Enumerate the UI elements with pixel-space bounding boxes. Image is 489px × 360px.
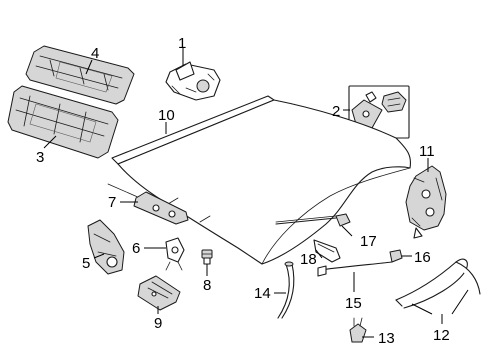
part-9-bumper-pad: [137, 275, 181, 311]
part-18-clip: [313, 239, 341, 263]
callout-4: 4: [91, 45, 99, 62]
leader-12-left: [411, 303, 433, 315]
part-13-clip: [349, 317, 367, 343]
leader-17: [341, 225, 353, 237]
leader-5: [93, 253, 105, 259]
callout-16: 16: [414, 249, 431, 266]
leader-4: [85, 59, 93, 75]
leader-3: [43, 135, 57, 149]
leader-12-right: [451, 289, 469, 315]
callout-17: 17: [360, 233, 377, 250]
part-1-latch-actuator: [165, 61, 221, 101]
leader-lines: [43, 48, 469, 338]
callout-2: 2: [332, 103, 340, 120]
callout-10: 10: [158, 107, 175, 124]
callout-6: 6: [132, 240, 140, 257]
part-14-hose: [277, 261, 295, 319]
part-17-prop-rod: [275, 213, 351, 227]
part-16-retainer: [389, 249, 403, 263]
part-3-insulator-lower: [7, 85, 119, 159]
part-4-insulator-upper: [25, 45, 135, 105]
callout-1: 1: [178, 35, 186, 52]
part-12-cable-assembly: [395, 258, 481, 309]
part-2-lock-plate: [348, 85, 410, 139]
part-15-release-cable: [317, 261, 393, 277]
part-8-bolt: [201, 249, 213, 265]
part-5-hood-hinge: [87, 219, 125, 275]
callout-18: 18: [300, 251, 317, 268]
part-7-release-bracket: [107, 183, 189, 225]
callout-11: 11: [419, 143, 435, 160]
callout-3: 3: [36, 149, 44, 166]
callout-labels: 1 2 3 4 5 6 7 8 9 10 11 12 13 14 15 16 1…: [36, 35, 450, 347]
callout-9: 9: [154, 315, 162, 332]
callout-5: 5: [82, 255, 90, 272]
callout-15: 15: [345, 295, 362, 312]
leader-18: [315, 249, 323, 259]
callout-13: 13: [378, 330, 395, 347]
callout-12: 12: [433, 327, 450, 344]
part-6-hinge-clip: [165, 237, 185, 271]
part-11-hood-latch: [405, 165, 447, 239]
callout-14: 14: [254, 285, 271, 302]
callout-8: 8: [203, 277, 211, 294]
callout-7: 7: [108, 194, 116, 211]
